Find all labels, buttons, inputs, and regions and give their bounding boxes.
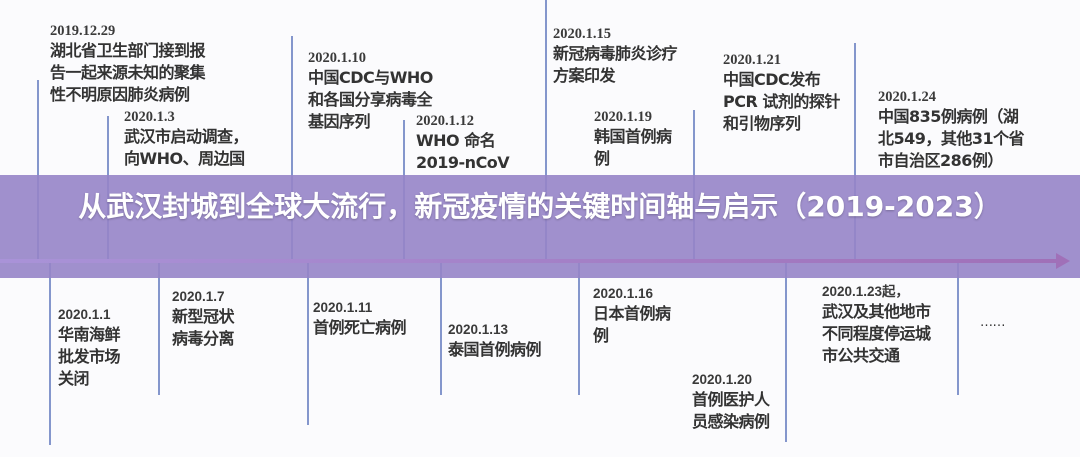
event-date: 2020.1.7 — [172, 289, 225, 304]
event-text: 武汉市启动调查， 向WHO、周边国 — [124, 127, 249, 168]
event-2020-1-13: 2020.1.13 泰国首例病例 — [448, 321, 542, 361]
arrow-right-icon — [1056, 253, 1070, 269]
event-text: 新冠病毒肺炎诊疗 方案印发 — [553, 44, 678, 85]
event-text: 中国CDC与WHO 和各国分享病毒全 基因序列 — [308, 68, 433, 131]
connector-line — [440, 262, 442, 395]
event-2020-1-20: 2020.1.20 首例医护人 员感染病例 — [692, 371, 770, 433]
event-date: 2019.12.29 — [50, 23, 116, 39]
event-date: 2020.1.16 — [593, 286, 654, 301]
connector-line — [957, 262, 959, 395]
event-text: 华南海鲜 批发市场 关闭 — [58, 325, 121, 388]
event-text: 中国835例病例（湖 北549，其他31个省 市自治区286例） — [878, 107, 1025, 170]
event-2020-1-19: 2020.1.19 韩国首例病 例 — [594, 108, 672, 170]
event-date: 2020.1.20 — [692, 372, 753, 387]
event-text: 首例死亡病例 — [313, 318, 407, 337]
event-2020-1-11: 2020.1.11 首例死亡病例 — [313, 299, 407, 339]
event-text: 湖北省卫生部门接到报 告一起来源未知的聚集 性不明原因肺炎病例 — [50, 41, 206, 104]
event-2020-1-10: 2020.1.10 中国CDC与WHO 和各国分享病毒全 基因序列 — [308, 49, 433, 133]
event-date: 2020.1.13 — [448, 322, 509, 337]
event-text: 日本首例病 例 — [593, 304, 671, 345]
ellipsis-text: …… — [980, 315, 1006, 330]
event-2019-12-29: 2019.12.29 湖北省卫生部门接到报 告一起来源未知的聚集 性不明原因肺炎… — [50, 22, 206, 106]
event-2020-1-1: 2020.1.1 华南海鲜 批发市场 关闭 — [58, 306, 121, 390]
event-text: 泰国首例病例 — [448, 340, 542, 359]
event-2020-1-12: 2020.1.12 WHO 命名 2019-nCoV — [416, 112, 510, 174]
event-text: 武汉及其他地市 不同程度停运城 市公共交通 — [822, 302, 931, 365]
timeline-axis — [0, 259, 1060, 263]
event-date: 2020.1.23起， — [822, 284, 910, 299]
connector-line — [785, 262, 787, 442]
connector-line — [307, 262, 309, 425]
event-date: 2020.1.11 — [313, 300, 373, 315]
connector-line — [37, 80, 39, 260]
event-text: 中国CDC发布 PCR 试剂的探针 和引物序列 — [723, 70, 840, 133]
event-date: 2020.1.15 — [553, 26, 611, 42]
connector-line — [854, 43, 856, 260]
event-text: WHO 命名 2019-nCoV — [416, 131, 510, 172]
event-text: 新型冠状 病毒分离 — [172, 307, 235, 348]
event-more: …… — [980, 312, 1006, 334]
event-2020-1-24: 2020.1.24 中国835例病例（湖 北549，其他31个省 市自治区286… — [878, 88, 1025, 172]
event-date: 2020.1.21 — [723, 52, 781, 68]
event-2020-1-15: 2020.1.15 新冠病毒肺炎诊疗 方案印发 — [553, 25, 678, 87]
event-2020-1-16: 2020.1.16 日本首例病 例 — [593, 285, 671, 347]
connector-line — [291, 36, 293, 260]
connector-line — [578, 262, 580, 395]
connector-line — [158, 262, 160, 395]
event-text: 首例医护人 员感染病例 — [692, 390, 770, 431]
event-2020-1-3: 2020.1.3 武汉市启动调查， 向WHO、周边国 — [124, 108, 249, 170]
connector-line — [545, 0, 547, 260]
page-title: 从武汉封城到全球大流行，新冠疫情的关键时间轴与启示（2019-2023） — [78, 190, 1002, 223]
event-date: 2020.1.1 — [58, 307, 111, 322]
event-text: 韩国首例病 例 — [594, 127, 672, 168]
event-date: 2020.1.3 — [124, 109, 175, 125]
event-date: 2020.1.10 — [308, 50, 366, 66]
event-date: 2020.1.12 — [416, 113, 474, 129]
event-date: 2020.1.19 — [594, 109, 652, 125]
connector-line — [49, 262, 51, 445]
event-2020-1-23: 2020.1.23起， 武汉及其他地市 不同程度停运城 市公共交通 — [822, 283, 931, 367]
event-2020-1-21: 2020.1.21 中国CDC发布 PCR 试剂的探针 和引物序列 — [723, 51, 840, 135]
event-date: 2020.1.24 — [878, 89, 936, 105]
event-2020-1-7: 2020.1.7 新型冠状 病毒分离 — [172, 288, 235, 350]
